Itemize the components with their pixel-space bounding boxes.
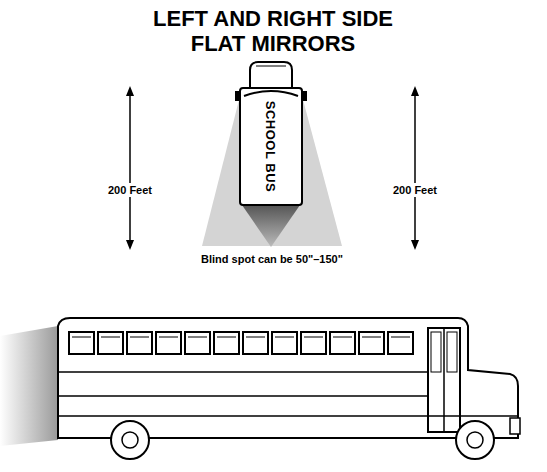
bus-lettering: SCHOOL BUS xyxy=(264,101,279,192)
mirror-view-area xyxy=(202,96,342,246)
distance-label: 200 Feet xyxy=(106,183,154,197)
blind-spot xyxy=(242,205,300,247)
bus-top-view xyxy=(236,62,306,205)
blind-spot-note: Blind spot can be 50"–150" xyxy=(199,252,345,266)
diagram-title: LEFT AND RIGHT SIDE FLAT MIRRORS xyxy=(138,6,408,56)
blind-spot-shadow xyxy=(0,326,58,446)
bus-body: SCHOOL BUS xyxy=(240,88,302,205)
distance-label: 200 Feet xyxy=(391,183,439,197)
bus-side-view xyxy=(58,318,520,459)
distance-arrow xyxy=(126,86,419,250)
